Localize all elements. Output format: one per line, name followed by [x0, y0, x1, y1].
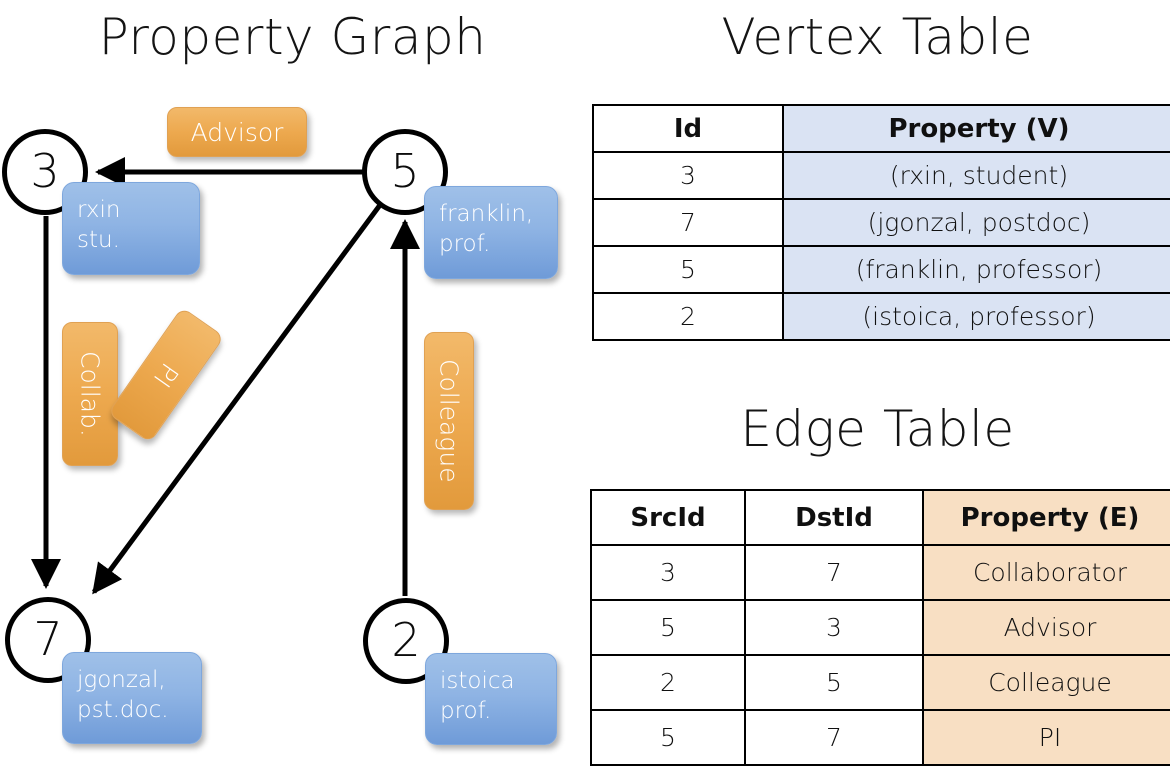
vertex-table-title: Vertex Table: [721, 8, 1034, 66]
vertex-cell-property: (franklin, professor): [782, 245, 1170, 294]
table-row[interactable]: 2 (istoica, professor): [592, 292, 1170, 341]
vertex-cell-property: (jgonzal, postdoc): [782, 198, 1170, 247]
edge-table: SrcId DstId Property (E) 3 7 Collaborato…: [590, 489, 1170, 766]
edge-property-label: Colleague: [434, 359, 464, 483]
edge-cell-srcid: 5: [590, 599, 746, 656]
edge-header-property: Property (E): [922, 489, 1170, 546]
table-row[interactable]: 2 5 Colleague: [590, 654, 1170, 711]
edge-cell-property: Colleague: [922, 654, 1170, 711]
vertex-cell-id: 5: [592, 245, 784, 294]
vertex-header-property: Property (V): [782, 104, 1170, 153]
graph-node-5[interactable]: 5: [362, 129, 448, 215]
edge-header-srcid: SrcId: [590, 489, 746, 546]
vertex-property-bubble-5: franklin, prof.: [424, 186, 558, 279]
table-header-row: SrcId DstId Property (E): [590, 489, 1170, 546]
vertex-property-line1: jgonzal,: [77, 667, 166, 693]
vertex-table: Id Property (V) 3 (rxin, student) 7 (jgo…: [592, 104, 1170, 341]
edge-cell-srcid: 5: [590, 709, 746, 766]
edge-property-badge-advisor: Advisor: [167, 107, 307, 157]
vertex-property-line2: prof.: [440, 698, 492, 725]
table-row[interactable]: 3 7 Collaborator: [590, 544, 1170, 601]
edge-cell-property: Collaborator: [922, 544, 1170, 601]
vertex-header-id: Id: [592, 104, 784, 153]
table-row[interactable]: 7 (jgonzal, postdoc): [592, 198, 1170, 247]
vertex-cell-property: (istoica, professor): [782, 292, 1170, 341]
edge-cell-dstid: 5: [744, 654, 924, 711]
node-id-label: 2: [391, 613, 421, 667]
vertex-cell-id: 7: [592, 198, 784, 247]
edge-cell-srcid: 3: [590, 544, 746, 601]
node-id-label: 5: [390, 144, 420, 198]
edge-property-label: PI: [147, 357, 185, 393]
vertex-cell-property: (rxin, student): [782, 151, 1170, 200]
vertex-cell-id: 2: [592, 292, 784, 341]
vertex-property-line1: franklin,: [439, 201, 534, 227]
vertex-property-bubble-7: jgonzal, pst.doc.: [62, 652, 202, 744]
edge-header-dstid: DstId: [744, 489, 924, 546]
edge-property-badge-collab: Collab.: [62, 322, 118, 466]
vertex-property-line1: istoica: [440, 668, 515, 694]
property-graph-panel: Property Graph 3 5 7 2: [0, 0, 585, 760]
vertex-property-line2: pst.doc.: [77, 697, 169, 724]
edge-property-badge-colleague: Colleague: [424, 332, 474, 510]
vertex-cell-id: 3: [592, 151, 784, 200]
table-header-row: Id Property (V): [592, 104, 1170, 153]
graph-edges-svg: [31, 157, 420, 596]
vertex-property-bubble-2: istoica prof.: [425, 653, 557, 745]
table-row[interactable]: 5 (franklin, professor): [592, 245, 1170, 294]
edge-cell-dstid: 7: [744, 544, 924, 601]
vertex-property-line1: rxin: [77, 197, 121, 223]
vertex-property-line2: stu.: [77, 227, 120, 254]
edge-5-to-7: [91, 203, 383, 595]
table-row[interactable]: 5 3 Advisor: [590, 599, 1170, 656]
node-id-label: 7: [33, 612, 63, 666]
vertex-property-bubble-3: rxin stu.: [62, 182, 200, 275]
table-row[interactable]: 5 7 PI: [590, 709, 1170, 766]
edge-cell-dstid: 7: [744, 709, 924, 766]
edge-property-label: Advisor: [190, 117, 284, 147]
graph-node-2[interactable]: 2: [363, 598, 449, 684]
edge-cell-property: PI: [922, 709, 1170, 766]
table-row[interactable]: 3 (rxin, student): [592, 151, 1170, 200]
graph-title: Property Graph: [98, 8, 487, 66]
edge-cell-property: Advisor: [922, 599, 1170, 656]
edge-cell-dstid: 3: [744, 599, 924, 656]
vertex-property-line2: prof.: [439, 231, 491, 258]
edge-table-title: Edge Table: [740, 400, 1015, 458]
edge-property-label: Collab.: [75, 351, 105, 437]
node-id-label: 3: [30, 144, 60, 198]
edge-cell-srcid: 2: [590, 654, 746, 711]
